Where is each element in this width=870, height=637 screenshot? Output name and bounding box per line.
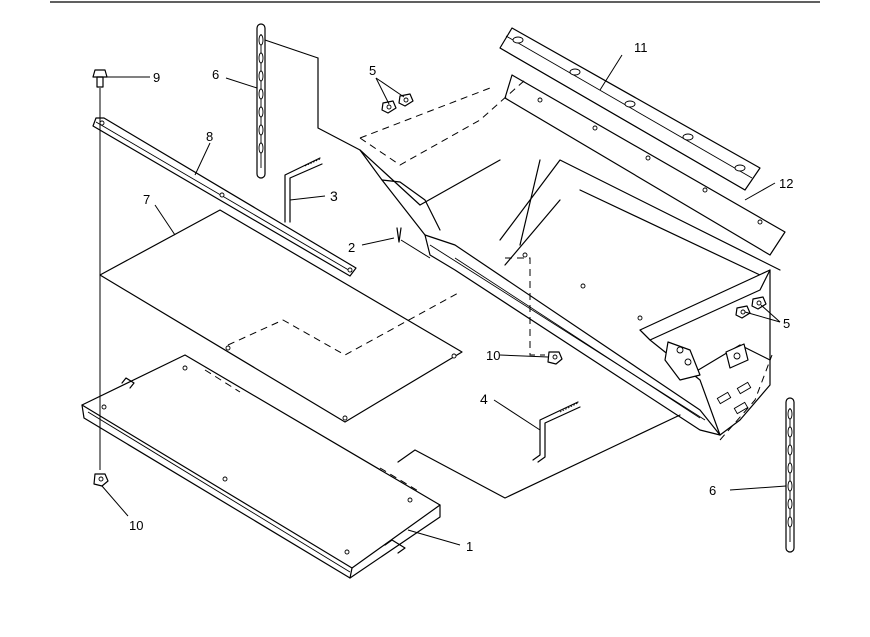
callout-6-right: 6 xyxy=(709,483,716,498)
callout-3: 3 xyxy=(330,188,338,204)
callout-2: 2 xyxy=(348,240,355,255)
part-11-slotted-rail xyxy=(499,27,761,191)
callout-8: 8 xyxy=(206,129,213,144)
callout-6-left: 6 xyxy=(212,67,219,82)
part-6-chain-left xyxy=(256,23,319,179)
part-1-tray xyxy=(81,354,441,579)
part-12-flat-plate xyxy=(504,74,786,256)
part-2-pin xyxy=(396,227,431,259)
part-10-nut-left xyxy=(93,473,109,487)
chute-assembly xyxy=(317,57,781,499)
part-6-chain-right xyxy=(785,397,795,553)
part-3-rod xyxy=(284,157,323,223)
callout-4: 4 xyxy=(480,391,488,407)
callout-12: 12 xyxy=(779,176,793,191)
callout-9: 9 xyxy=(153,70,160,85)
callout-11: 11 xyxy=(634,40,648,55)
callout-10-left: 10 xyxy=(129,518,143,533)
part-5-nuts-top xyxy=(381,93,414,114)
part-10-nut-center xyxy=(547,351,563,365)
part-7-sheet xyxy=(99,209,463,423)
part-5-nuts-right xyxy=(735,296,767,319)
leader-lines xyxy=(101,54,787,546)
callout-7: 7 xyxy=(143,192,150,207)
callout-5-right: 5 xyxy=(783,316,790,331)
callout-1: 1 xyxy=(466,539,473,554)
callout-10-center: 10 xyxy=(486,348,500,363)
part-4-rod xyxy=(532,401,581,463)
part-9-bolt xyxy=(92,69,108,470)
callout-5-top: 5 xyxy=(369,63,376,78)
